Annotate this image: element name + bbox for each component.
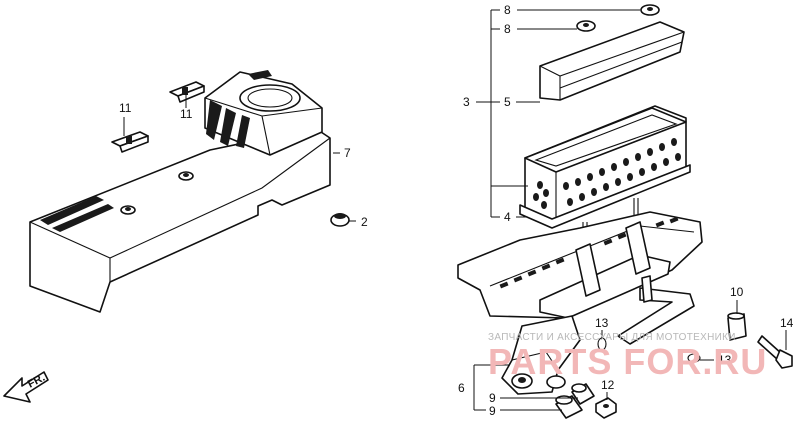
callout-8-top: 8 bbox=[504, 3, 511, 17]
tube-clip-lower bbox=[687, 353, 701, 363]
spacer-collar-a bbox=[571, 383, 595, 405]
air-cleaner-case bbox=[457, 211, 703, 345]
grommet-lower bbox=[576, 20, 596, 32]
watermark-brand: PARTS FOR.RU bbox=[488, 341, 767, 382]
callout-2: 2 bbox=[361, 215, 368, 229]
paper-element bbox=[519, 105, 691, 229]
watermark-tagline: ЗАПЧАСТИ И АКСЕССУАРЫ ДЛЯ МОТОТЕХНИКИ bbox=[488, 332, 736, 343]
callout-11-upper: 11 bbox=[180, 107, 193, 121]
cover-clip-upper bbox=[169, 81, 205, 103]
foam-element bbox=[539, 21, 685, 101]
callout-3: 3 bbox=[463, 95, 470, 109]
callout-10: 10 bbox=[730, 285, 744, 299]
callout-9-lower: 9 bbox=[489, 404, 496, 418]
cover-nut bbox=[330, 213, 350, 227]
callout-8-second: 8 bbox=[504, 22, 511, 36]
drain-bolt bbox=[757, 335, 793, 369]
cover-clip-lower bbox=[111, 131, 149, 153]
intake-elbow bbox=[501, 315, 581, 395]
flange-nut bbox=[595, 397, 617, 419]
callout-6: 6 bbox=[458, 381, 465, 395]
callout-9-upper: 9 bbox=[489, 391, 496, 405]
callout-5: 5 bbox=[504, 95, 511, 109]
leader-lines bbox=[123, 9, 787, 411]
callout-13-lower: 13 bbox=[718, 353, 732, 367]
air-cleaner-cover bbox=[29, 70, 331, 313]
callout-11-lower: 11 bbox=[119, 101, 132, 115]
grommet-upper bbox=[640, 4, 660, 16]
drain-plug bbox=[727, 312, 747, 341]
callout-7: 7 bbox=[344, 146, 351, 160]
front-direction-arrow: FR. bbox=[3, 371, 49, 403]
callout-4: 4 bbox=[504, 210, 511, 224]
callout-12: 12 bbox=[601, 378, 615, 392]
spacer-collar-b bbox=[555, 395, 583, 419]
callout-13-upper: 13 bbox=[595, 316, 609, 330]
callout-14: 14 bbox=[780, 316, 794, 330]
